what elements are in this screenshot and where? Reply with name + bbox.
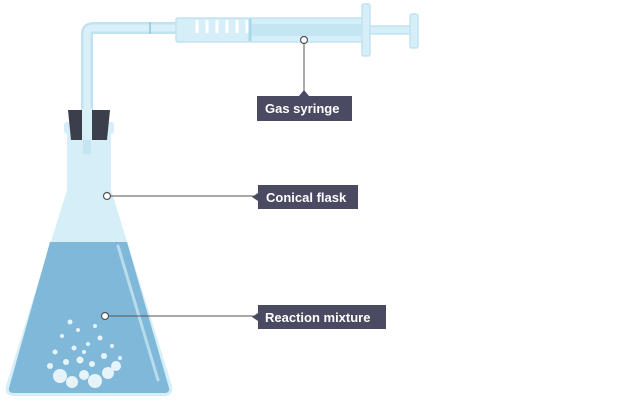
reaction-mixture-liquid bbox=[8, 242, 170, 393]
label-gas-syringe: Gas syringe bbox=[257, 90, 352, 121]
delivery-tube bbox=[81, 22, 178, 152]
label-gas-syringe-text: Gas syringe bbox=[265, 101, 339, 116]
label-conical-flask: Conical flask bbox=[252, 185, 358, 209]
delivery-tube-end bbox=[83, 140, 91, 154]
gas-syringe bbox=[175, 3, 419, 57]
leader-markers bbox=[100, 35, 309, 321]
label-conical-flask-text: Conical flask bbox=[266, 190, 347, 205]
gas-bubbles bbox=[47, 319, 122, 388]
syringe-graduations bbox=[195, 20, 249, 33]
conical-flask bbox=[5, 122, 173, 396]
leader-lines bbox=[105, 40, 305, 317]
label-reaction-mixture: Reaction mixture bbox=[252, 305, 386, 329]
rubber-stopper bbox=[68, 108, 110, 142]
label-reaction-mixture-text: Reaction mixture bbox=[265, 310, 370, 325]
